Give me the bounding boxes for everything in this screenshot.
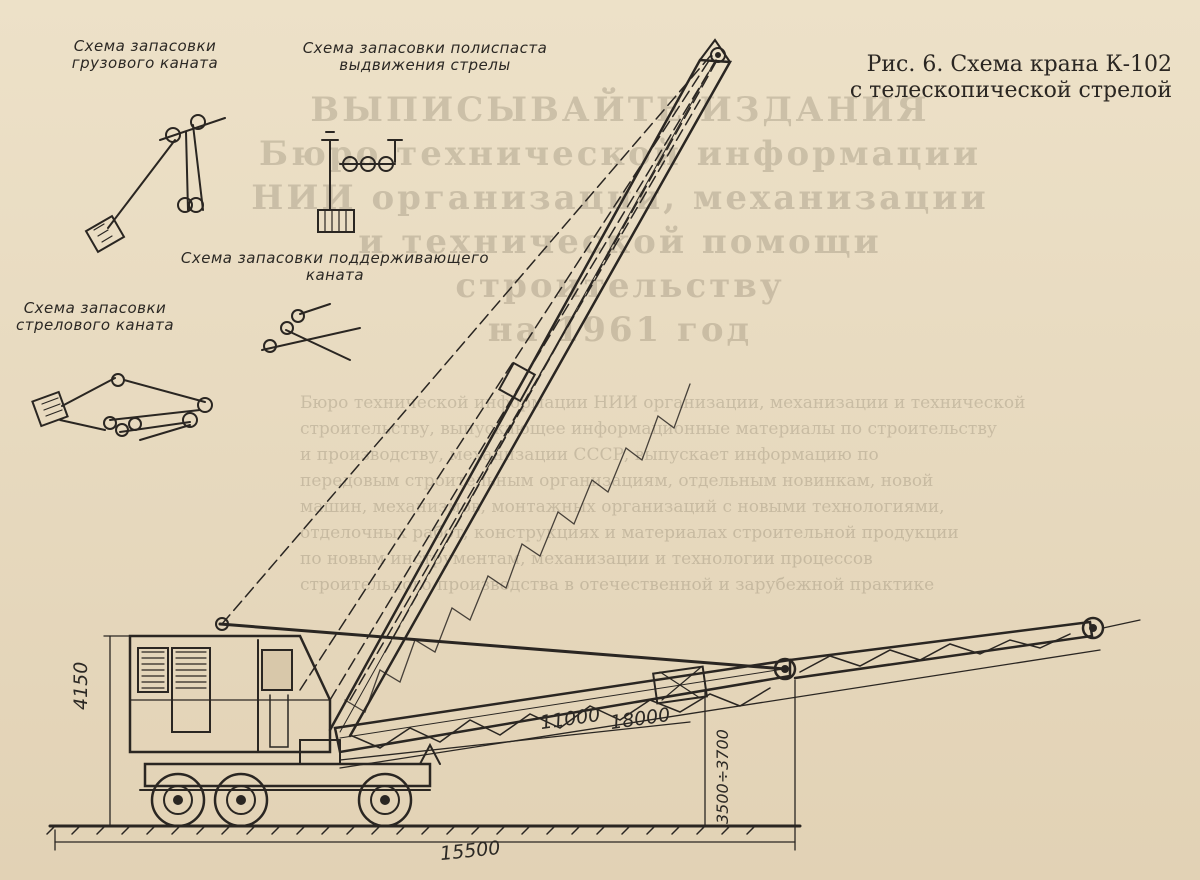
bleed-through-title: ВЫПИСЫВАЙТЕ ИЗДАНИЯ Бюро технической инф… xyxy=(230,88,1010,352)
caption-line-1: Рис. 6. Схема крана К-102 xyxy=(866,52,1172,77)
bleed-through-title-line: на 1961 год xyxy=(487,310,753,350)
cargo-rope-scheme-label: Схема запасовки грузового каната xyxy=(70,38,220,72)
bleed-through-line: машин, механизмов, монтажных организаций… xyxy=(300,497,945,517)
label-line: Схема запасовки xyxy=(23,299,167,317)
cargo-rope-scheme xyxy=(84,114,226,254)
pendant-line xyxy=(218,622,787,671)
pulley-scheme-label: Схема запасовки полиспаста выдвижения ст… xyxy=(300,40,550,74)
ground xyxy=(46,824,802,835)
bleed-through-line: строительного производства в отечественн… xyxy=(300,575,935,595)
wheel xyxy=(357,772,413,828)
rope-dashed xyxy=(221,53,717,701)
label-line: Схема запасовки поддерживающего xyxy=(180,249,490,267)
chassis xyxy=(139,739,441,791)
dimension-lines xyxy=(54,635,1101,851)
bleed-through-line: строительству, выпускающее информационны… xyxy=(300,419,997,439)
bleed-through-title-line: НИИ организации, механизации xyxy=(251,178,989,218)
label-line: Схема запасовки xyxy=(73,37,217,55)
bleed-through-line: по новым инструментам, механизации и тех… xyxy=(300,549,873,569)
label-line: грузового каната xyxy=(71,54,219,72)
bleed-through-title-line: и технической помощи строительству xyxy=(358,222,882,306)
wheel xyxy=(150,772,206,828)
label-line: выдвижения стрелы xyxy=(339,56,511,74)
boom-rope-scheme xyxy=(31,373,213,441)
label-line: стрелового каната xyxy=(15,316,175,334)
label-line: Схема запасовки полиспаста xyxy=(302,39,548,57)
label-line: каната xyxy=(305,266,365,284)
support-rope-scheme xyxy=(261,303,361,361)
cabin xyxy=(128,634,332,754)
caption-line-2: с телескопической стрелой xyxy=(849,78,1172,103)
pulley-scheme xyxy=(317,131,403,233)
dimension-height: 4150 xyxy=(70,661,92,710)
dimension-reach: 3500÷3700 xyxy=(713,729,732,824)
bleed-through-line: передовым строительным организациям, отд… xyxy=(300,471,934,491)
bleed-through-line: отделочных работ, конструкциях и материа… xyxy=(300,523,959,543)
wheel xyxy=(213,772,269,828)
bleed-through-body: Бюро технической информации НИИ организа… xyxy=(300,390,1180,598)
boom-rope-scheme-label: Схема запасовки стрелового каната xyxy=(0,300,190,334)
bleed-through-title-line: ВЫПИСЫВАЙТЕ ИЗДАНИЯ xyxy=(310,90,930,130)
bleed-through-line: и производству, механизации СССР, выпуск… xyxy=(300,445,879,465)
telescopic-boom xyxy=(333,616,1141,754)
support-rope-scheme-label: Схема запасовки поддерживающего каната xyxy=(180,250,490,284)
bleed-through-line: Бюро технической информации НИИ организа… xyxy=(300,393,1026,413)
figure-caption: Рис. 6. Схема крана К-102 с телескопичес… xyxy=(850,52,1172,104)
sheave xyxy=(215,617,229,631)
